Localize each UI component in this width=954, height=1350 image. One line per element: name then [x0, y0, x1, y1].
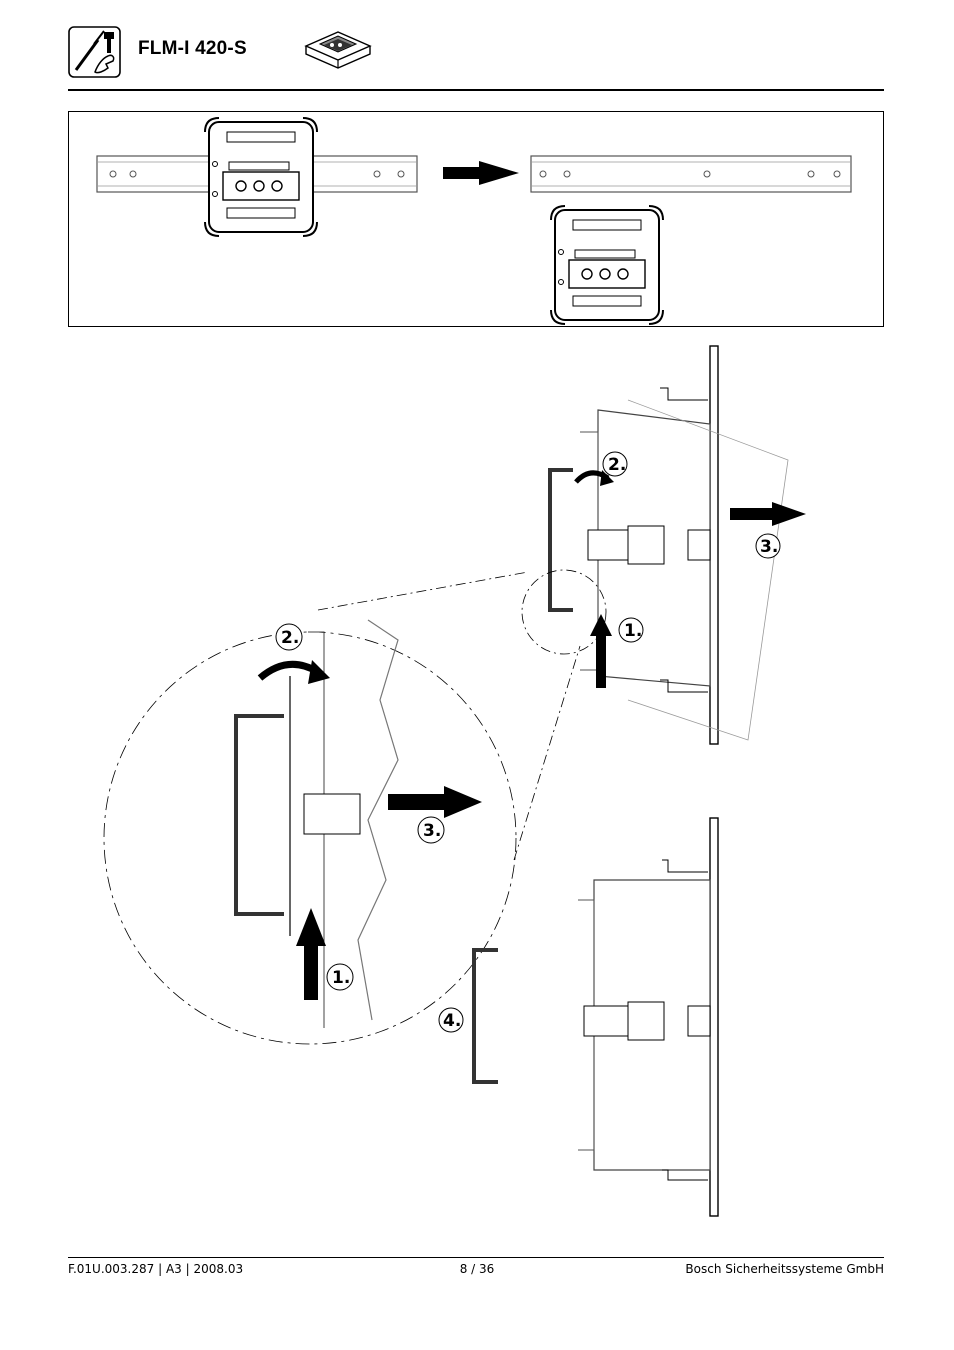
module-thumbnail-icon	[304, 31, 372, 69]
footer-rule	[68, 1257, 884, 1258]
footer-doc-ref: F.01U.003.287 | A3 | 2008.03	[68, 1262, 244, 1276]
screwdriver-wrench-icon	[68, 26, 121, 78]
side-view-removed: 4.	[438, 817, 719, 1217]
detail-step-one-label: 1.	[332, 968, 350, 988]
din-rail-right	[530, 155, 852, 193]
header-rule	[68, 89, 884, 91]
removal-steps-diagram: 2. 1. 3. 2. 1. 3.	[103, 345, 806, 1217]
detail-step-three-label: 3.	[423, 821, 441, 841]
side-view-tilted: 2. 1. 3.	[521, 345, 806, 745]
module-front-mounted	[204, 117, 318, 237]
footer-company: Bosch Sicherheitssysteme GmbH	[685, 1262, 884, 1276]
step-one-label: 1.	[624, 621, 642, 641]
module-front-removed	[550, 205, 664, 325]
rail-removal-panel	[68, 111, 884, 327]
removal-arrow	[443, 161, 519, 185]
page-title: FLM-I 420-S	[138, 38, 247, 59]
step-two-label: 2.	[608, 455, 626, 475]
footer-page-number: 8 / 36	[459, 1262, 495, 1276]
step-three-label: 3.	[760, 537, 778, 557]
detail-magnified-view: 2. 1. 3.	[103, 619, 517, 1045]
detail-step-two-label: 2.	[281, 628, 299, 648]
step-four-label: 4.	[443, 1011, 461, 1031]
